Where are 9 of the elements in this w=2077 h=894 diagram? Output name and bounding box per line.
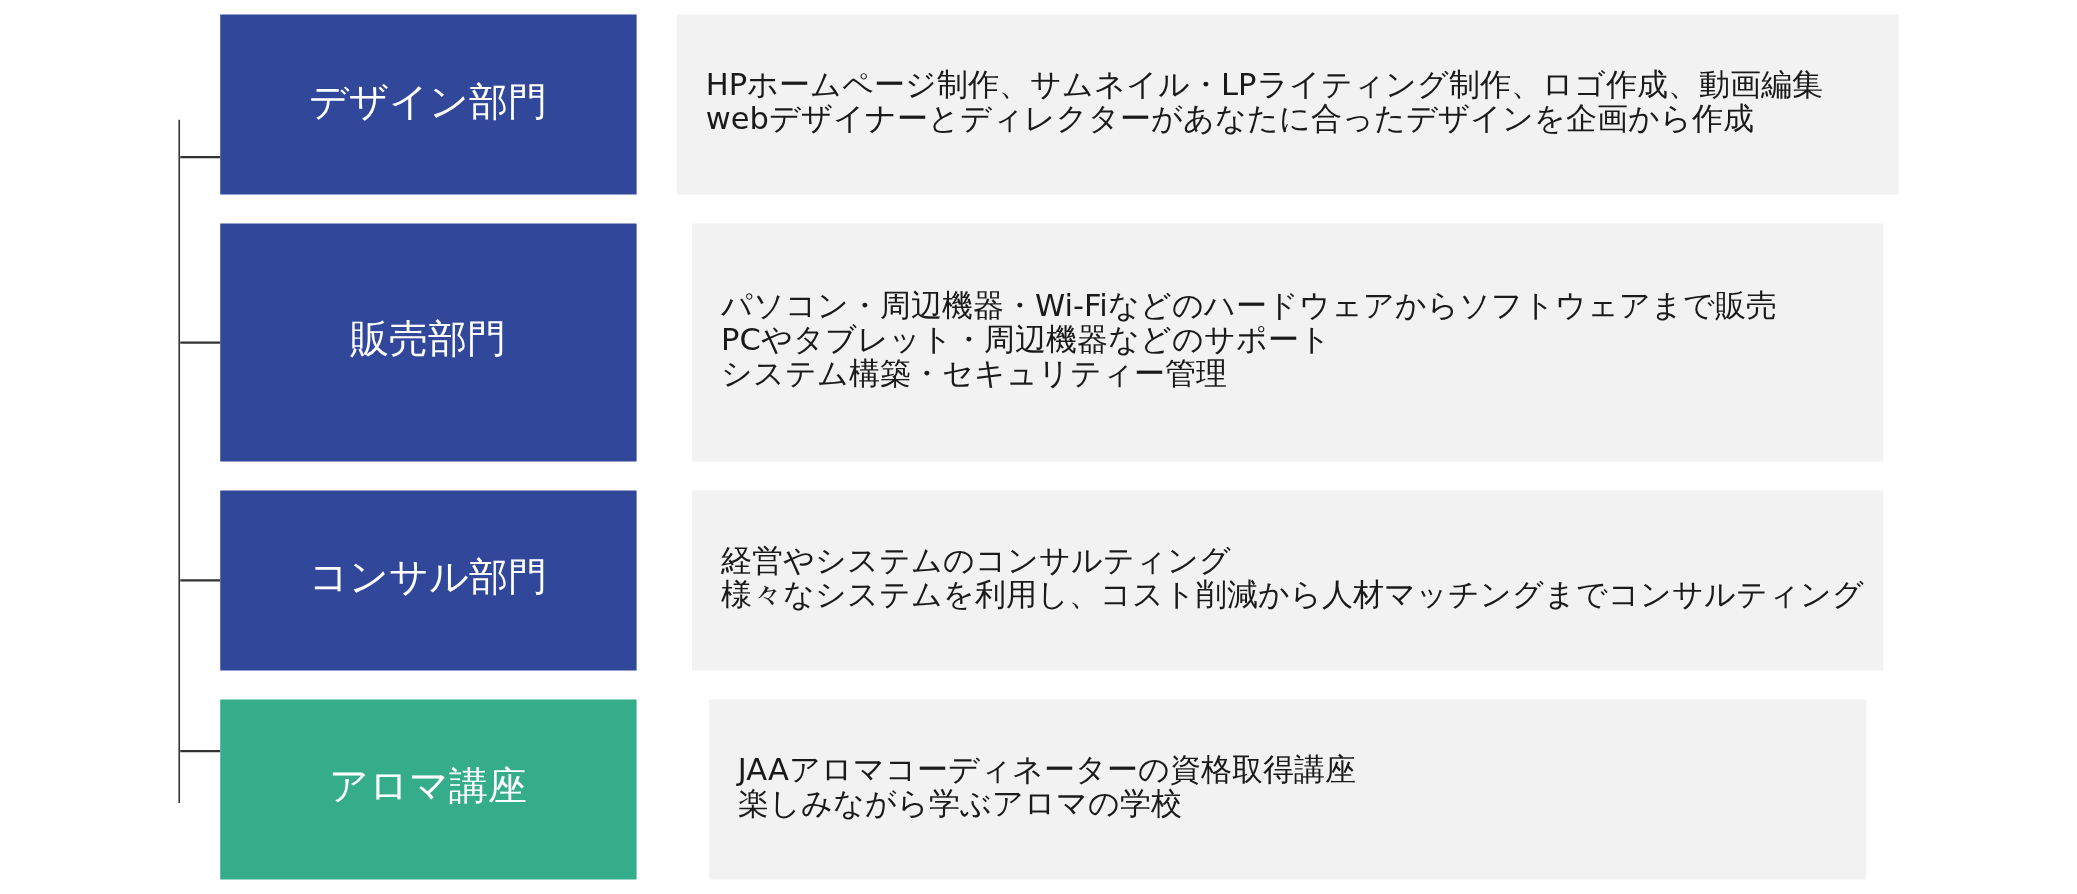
node-box: コンサル部門 — [220, 490, 637, 671]
node-box: デザイン部門 — [220, 14, 637, 195]
connector — [180, 341, 221, 344]
node-box: 販売部門 — [220, 223, 637, 462]
connector — [180, 156, 221, 159]
node-bar — [178, 119, 181, 804]
node-box: アロマ講座 — [220, 699, 637, 880]
connector — [180, 579, 221, 582]
connector — [180, 750, 221, 753]
